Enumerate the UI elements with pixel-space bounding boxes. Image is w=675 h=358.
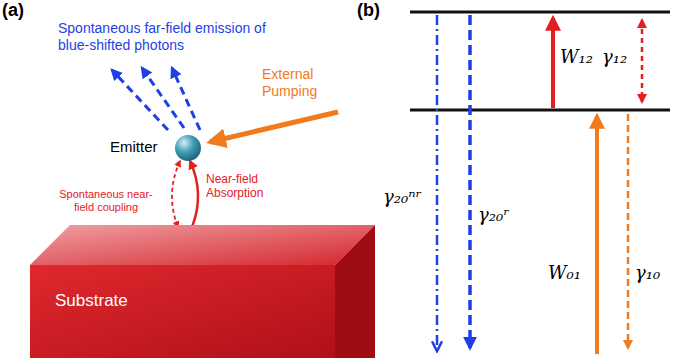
panel-label: (b) [357, 0, 397, 22]
pump-01 [595, 116, 599, 354]
substrate-top [30, 225, 375, 265]
absorption-note: Near-field Absorption [206, 172, 286, 201]
substrate-side [335, 225, 375, 358]
radiative-decay [468, 15, 472, 348]
rate-symbol: W₁₂ [560, 46, 604, 68]
substrate-front [30, 265, 335, 358]
nonradiative-decay [436, 15, 439, 350]
pump-12 [551, 18, 555, 108]
decay-12 [641, 20, 644, 102]
rate-symbol: γ₂₀ⁿʳ [383, 186, 435, 208]
energy-levels [410, 12, 670, 110]
emitter-node: Emitter [110, 133, 204, 163]
coupling-note: Spontaneous near-field coupling [50, 188, 162, 214]
rate-symbol: γ₁₂ [602, 46, 638, 68]
substrate-block: Substrate [25, 225, 375, 358]
absorption-arrow [190, 161, 198, 227]
rate-symbol: γ₂₀ʳ [478, 204, 528, 226]
rate-symbol: γ₁₀ [635, 262, 671, 284]
panel-label: (a) [2, 0, 42, 22]
emitter-label: Emitter [110, 138, 158, 156]
emission-note: Spontaneous far-field emission of blue-s… [58, 20, 276, 54]
decay-10 [627, 114, 630, 348]
block-label: Substrate [55, 291, 128, 311]
coupling-arrow [172, 161, 180, 227]
pump-note: External Pumping [262, 66, 334, 100]
rate-symbol: W₀₁ [548, 262, 594, 284]
emitter-sphere [174, 134, 202, 162]
pump-arrow [210, 112, 338, 142]
emission-arrows [112, 68, 200, 130]
